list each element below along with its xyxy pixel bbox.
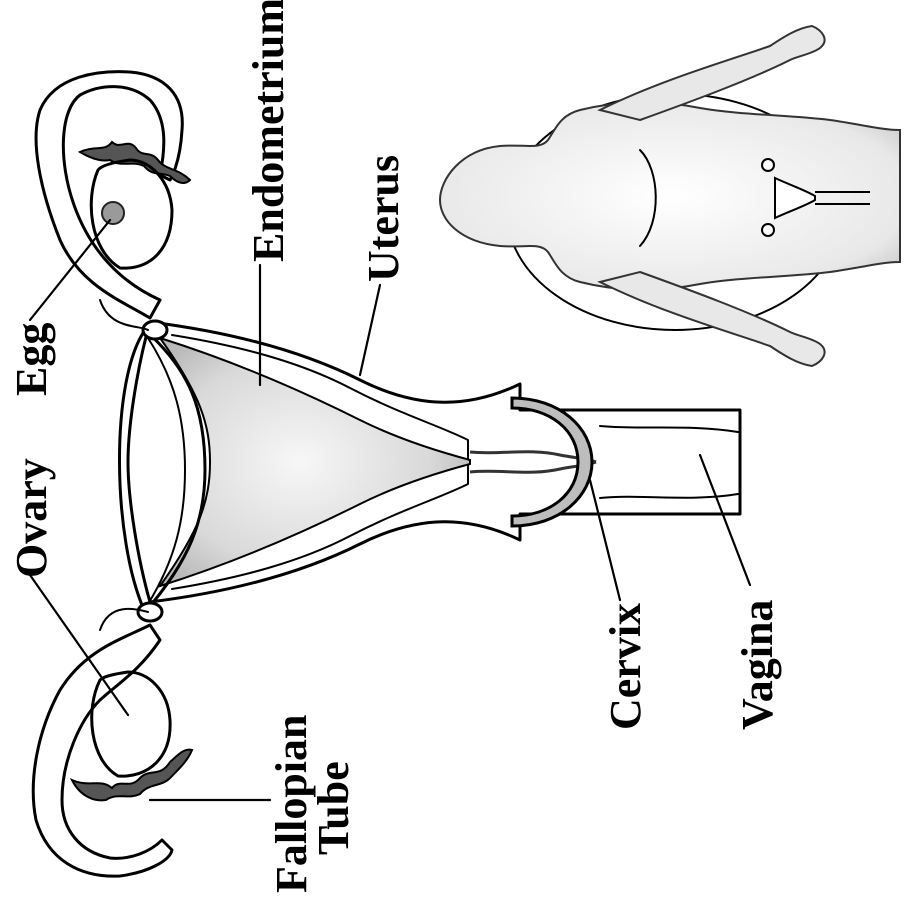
vaginal-wall	[600, 426, 738, 432]
label-cervix: Cervix	[601, 603, 650, 730]
inset-arm-lower	[600, 272, 825, 366]
label-uterus: Uterus	[359, 155, 408, 282]
ovarian-ligament-bottom	[138, 603, 162, 621]
fallopian-tube-upper	[36, 72, 182, 318]
leader-uterus	[360, 285, 380, 375]
uterine-cavity	[160, 338, 470, 586]
leader-egg	[30, 220, 110, 320]
label-fallopian-line2: Tube	[309, 761, 358, 855]
fallopian-tube-lower	[33, 625, 172, 876]
label-egg: Egg	[7, 323, 56, 396]
label-ovary: Ovary	[7, 458, 56, 578]
egg-cell	[102, 202, 124, 224]
label-vagina: Vagina	[733, 600, 782, 730]
leader-ovary	[30, 575, 128, 715]
cervix-shape	[512, 398, 592, 526]
inset-arm-upper	[600, 26, 825, 120]
ovary-lower	[92, 672, 170, 776]
leader-vagina	[700, 455, 750, 585]
inset-body	[440, 102, 900, 290]
label-endometrium: Endometrium	[244, 0, 293, 262]
